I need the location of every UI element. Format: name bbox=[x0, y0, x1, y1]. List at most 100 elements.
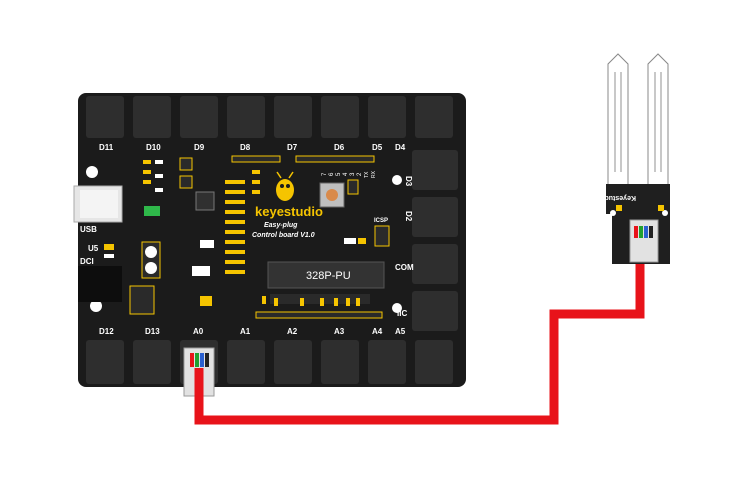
smd-k bbox=[347, 179, 359, 195]
dc-jack bbox=[78, 266, 122, 302]
board-version: Control board V1.0 bbox=[252, 232, 315, 239]
port-a5 bbox=[415, 340, 453, 384]
label-d9: D9 bbox=[194, 143, 205, 152]
capacitor-1 bbox=[145, 246, 157, 258]
header-digit-6: 6 bbox=[329, 172, 335, 176]
bottom-pin-header bbox=[255, 311, 383, 319]
header-digit-7: 7 bbox=[322, 172, 328, 176]
label-d2: D2 bbox=[404, 211, 413, 222]
label-a5: A5 bbox=[395, 327, 406, 336]
chip-pin-7 bbox=[356, 298, 360, 306]
resistor-11 bbox=[252, 170, 260, 174]
resistor-10 bbox=[225, 270, 245, 274]
sensor-smd-b bbox=[658, 205, 664, 211]
usb-chip bbox=[195, 191, 215, 211]
right-labels: D3 D2 COM IIC bbox=[395, 176, 414, 318]
port-a2 bbox=[274, 340, 312, 384]
top-ports bbox=[86, 96, 453, 138]
power-led bbox=[144, 206, 160, 216]
resistor-9 bbox=[225, 260, 245, 264]
smd-e bbox=[143, 180, 151, 184]
port-a3 bbox=[321, 340, 359, 384]
port-d3 bbox=[412, 150, 458, 190]
label-dci: DCI bbox=[80, 257, 94, 266]
sensor-probe-right bbox=[647, 53, 669, 189]
header-digit-rx: RX bbox=[371, 170, 377, 178]
smd-b bbox=[104, 254, 114, 258]
sensor-wire-black bbox=[649, 226, 653, 238]
label-d8: D8 bbox=[240, 143, 251, 152]
port-d11 bbox=[86, 96, 124, 138]
port-d13 bbox=[133, 340, 171, 384]
bottom-labels: D12 D13 A0 A1 A2 A3 A4 A5 bbox=[99, 327, 406, 336]
bug-eye-right bbox=[286, 184, 290, 188]
smd-a bbox=[104, 244, 114, 250]
resistor-4 bbox=[225, 210, 245, 214]
chip-pins bbox=[262, 294, 370, 306]
sensor-hole-right bbox=[662, 210, 668, 216]
label-icsp: ICSP bbox=[374, 218, 388, 224]
soil-moisture-sensor: Keyestudio bbox=[598, 53, 670, 264]
label-d13: D13 bbox=[145, 327, 160, 336]
chip-pin-1 bbox=[262, 296, 266, 304]
smd-m bbox=[358, 238, 366, 244]
resistor-3 bbox=[225, 200, 245, 204]
port-d6 bbox=[321, 96, 359, 138]
label-d3: D3 bbox=[404, 176, 413, 187]
chip-label: 328P-PU bbox=[306, 270, 351, 282]
mounting-hole-bottom-right bbox=[392, 303, 402, 313]
bug-logo-icon bbox=[276, 179, 294, 201]
label-d10: D10 bbox=[146, 143, 161, 152]
bug-antenna-left bbox=[276, 171, 282, 179]
bug-eye-left bbox=[280, 184, 284, 188]
resistor-6 bbox=[225, 230, 245, 234]
resistor-2 bbox=[225, 190, 245, 194]
mounting-hole-top-left bbox=[86, 166, 98, 178]
smd-f bbox=[155, 160, 163, 164]
resistor-12 bbox=[252, 180, 260, 184]
resistor-bank bbox=[225, 170, 260, 274]
icsp-header bbox=[374, 225, 390, 247]
chip-pin-5 bbox=[334, 298, 338, 306]
smd-h bbox=[155, 188, 163, 192]
power-ic bbox=[129, 285, 155, 315]
resistor-5 bbox=[225, 220, 245, 224]
sensor-wire-green bbox=[639, 226, 643, 238]
port-d7 bbox=[274, 96, 312, 138]
chip-pin-6 bbox=[346, 298, 350, 306]
header-digit-3: 3 bbox=[350, 172, 356, 176]
resistor-13 bbox=[252, 190, 260, 194]
smd-c bbox=[143, 160, 151, 164]
label-d5: D5 bbox=[372, 143, 383, 152]
usb-connector-face bbox=[80, 190, 118, 218]
label-a3: A3 bbox=[334, 327, 345, 336]
smd-l bbox=[344, 238, 356, 244]
pin-header-right bbox=[295, 155, 375, 163]
label-a0: A0 bbox=[193, 327, 204, 336]
chip-pin-2 bbox=[274, 298, 278, 306]
port-com bbox=[412, 244, 458, 284]
mounting-hole-bottom-left bbox=[90, 300, 102, 312]
sensor-hole-left bbox=[610, 210, 616, 216]
jumper-header-2 bbox=[179, 175, 193, 189]
port-d4 bbox=[415, 96, 453, 138]
top-pin-headers bbox=[231, 155, 375, 163]
label-d12: D12 bbox=[99, 327, 114, 336]
port-d9 bbox=[180, 96, 218, 138]
board-subtitle: Easy-plug bbox=[264, 222, 298, 229]
bug-antenna-right bbox=[288, 171, 294, 179]
reset-button-cap[interactable] bbox=[326, 189, 338, 201]
mounting-holes bbox=[86, 166, 402, 313]
port-d12 bbox=[86, 340, 124, 384]
sensor-probe-left bbox=[607, 53, 629, 189]
sensor-wire-red bbox=[634, 226, 638, 238]
port-a1 bbox=[227, 340, 265, 384]
label-d4: D4 bbox=[395, 143, 406, 152]
sensor-smd-a bbox=[616, 205, 622, 211]
left-components bbox=[104, 157, 215, 315]
chip-pin-4 bbox=[320, 298, 324, 306]
header-digit-labels: 7 6 5 4 3 2 TX RX bbox=[322, 170, 377, 178]
brand-name: keyestudio bbox=[255, 204, 323, 219]
